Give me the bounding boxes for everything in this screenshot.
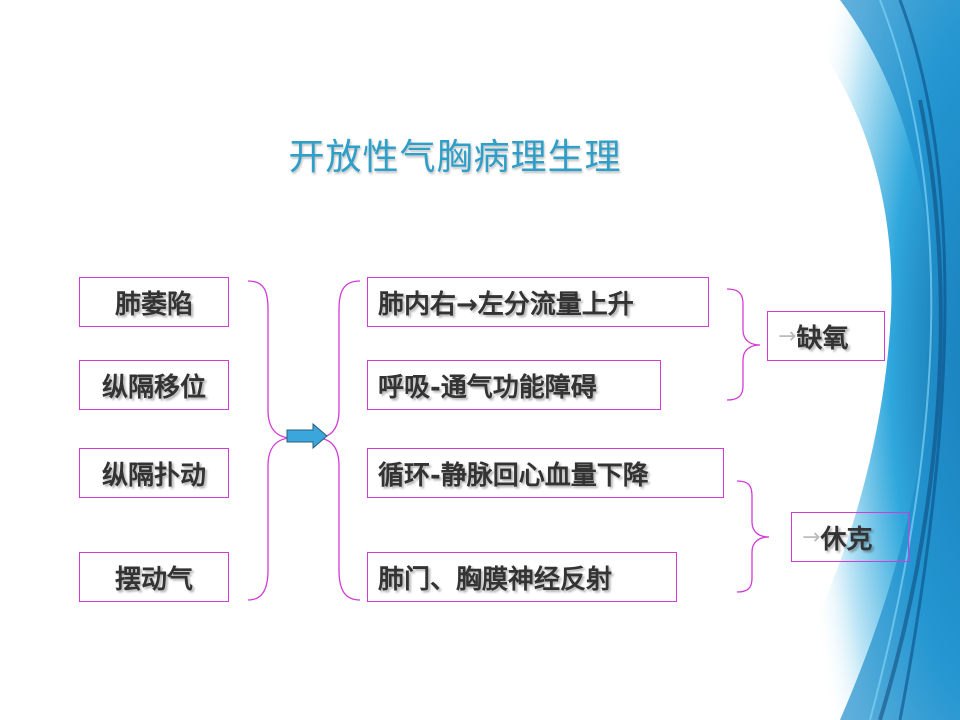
effect-box: 肺内右→左分流量上升 — [367, 277, 709, 327]
outcome-box-shock: →休克 — [791, 512, 909, 562]
outcome-label: 休克 — [820, 524, 873, 555]
outcome-label: 缺氧 — [796, 323, 849, 354]
arrow-icon: → — [802, 524, 821, 550]
outcome-box-hypoxia: →缺氧 — [767, 311, 885, 361]
cause-box: 摆动气 — [79, 552, 229, 602]
effect-box: 循环-静脉回心血量下降 — [367, 448, 724, 498]
effect-box: 呼吸-通气功能障碍 — [367, 360, 661, 410]
effect-box: 肺门、胸膜神经反射 — [367, 552, 677, 602]
cause-box: 纵隔扑动 — [79, 448, 229, 498]
slide-title: 开放性气胸病理生理 — [288, 137, 622, 178]
cause-box: 纵隔移位 — [79, 360, 229, 410]
cause-box: 肺萎陷 — [79, 277, 229, 327]
arrow-icon: → — [778, 323, 797, 349]
